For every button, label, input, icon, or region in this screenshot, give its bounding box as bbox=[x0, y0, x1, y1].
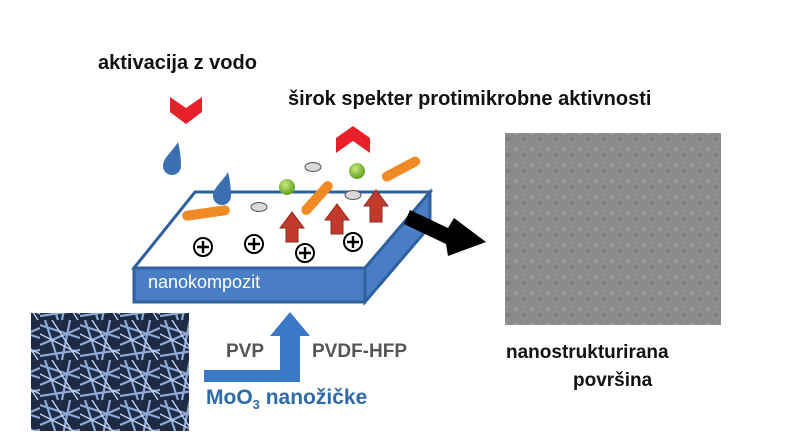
plus-circle-icon bbox=[244, 234, 264, 254]
moo3-prefix: MoO bbox=[206, 386, 253, 409]
blue-l-arrow bbox=[204, 312, 310, 382]
chevron-up-icon bbox=[336, 126, 370, 153]
plus-circle-icon bbox=[193, 237, 213, 257]
chevron-down-icon bbox=[170, 97, 202, 124]
pvdf-hfp-label: PVDF-HFP bbox=[312, 341, 407, 362]
water-drop-icon bbox=[213, 172, 231, 205]
spectrum-label: širok spekter protimikrobne aktivnosti bbox=[288, 88, 652, 110]
surface-label-line2: površina bbox=[573, 370, 653, 391]
slab-front-face bbox=[132, 266, 367, 304]
pvp-label: PVP bbox=[226, 341, 265, 362]
up-arrow-icon bbox=[279, 211, 305, 243]
bacteria-rod bbox=[381, 156, 421, 182]
gray-particle bbox=[344, 190, 362, 200]
plus-circle-icon bbox=[295, 243, 315, 263]
up-arrow-icon bbox=[363, 189, 389, 223]
bacteria-rod bbox=[301, 181, 333, 215]
bacteria-rod bbox=[182, 205, 230, 221]
up-arrow-icon bbox=[324, 203, 350, 235]
moo3-nanowires-label: MoO3 nanožičke bbox=[206, 386, 367, 412]
moo3-suffix: nanožičke bbox=[259, 386, 368, 409]
black-arrow bbox=[404, 210, 486, 256]
nanowire-sem-image bbox=[31, 313, 189, 431]
surface-label-line1: nanostrukturirana bbox=[506, 342, 669, 363]
plus-circle-icon bbox=[343, 232, 363, 252]
gray-particle bbox=[304, 162, 322, 172]
green-particle bbox=[279, 179, 295, 195]
activation-label: aktivacija z vodo bbox=[98, 52, 257, 74]
composite-label: nanokompozit bbox=[148, 272, 261, 292]
gray-particle bbox=[250, 202, 268, 212]
moo3-subscript: 3 bbox=[252, 397, 260, 413]
water-drop-icon bbox=[163, 142, 181, 175]
sem-surface-image bbox=[505, 133, 721, 325]
green-particle bbox=[349, 163, 365, 179]
